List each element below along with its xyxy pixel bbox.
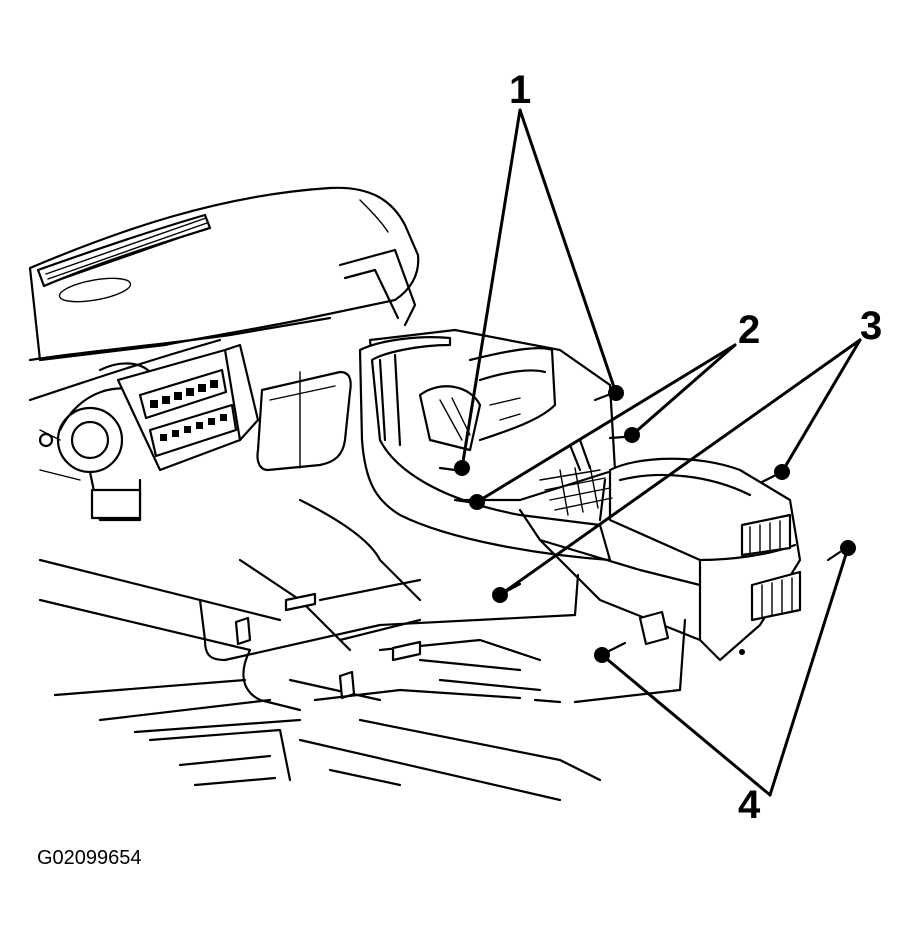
rear-vent-upper-slats	[749, 520, 781, 554]
assembly-guide-lines	[198, 573, 687, 704]
callout-1: 1	[509, 68, 531, 112]
console-trim-panel	[256, 370, 352, 472]
hvac-buttons	[160, 414, 227, 441]
floor-console	[358, 328, 802, 662]
instrument-panel	[28, 186, 420, 402]
callout-3: 3	[860, 304, 882, 348]
shifter-gate-grid	[539, 465, 613, 516]
rear-vent-lower-slats	[761, 577, 793, 618]
callout-2: 2	[738, 308, 760, 352]
radio-buttons	[150, 380, 218, 408]
floor-pan	[38, 498, 602, 802]
leader-lines	[460, 108, 862, 797]
defroster-grille-slats	[45, 217, 209, 285]
screw-2a	[608, 427, 640, 443]
figure-id: G02099654	[37, 847, 142, 869]
callout-4: 4	[738, 783, 761, 827]
screw-3b	[492, 582, 522, 603]
screw-4a	[826, 540, 856, 562]
center-stack-radio	[116, 343, 260, 472]
